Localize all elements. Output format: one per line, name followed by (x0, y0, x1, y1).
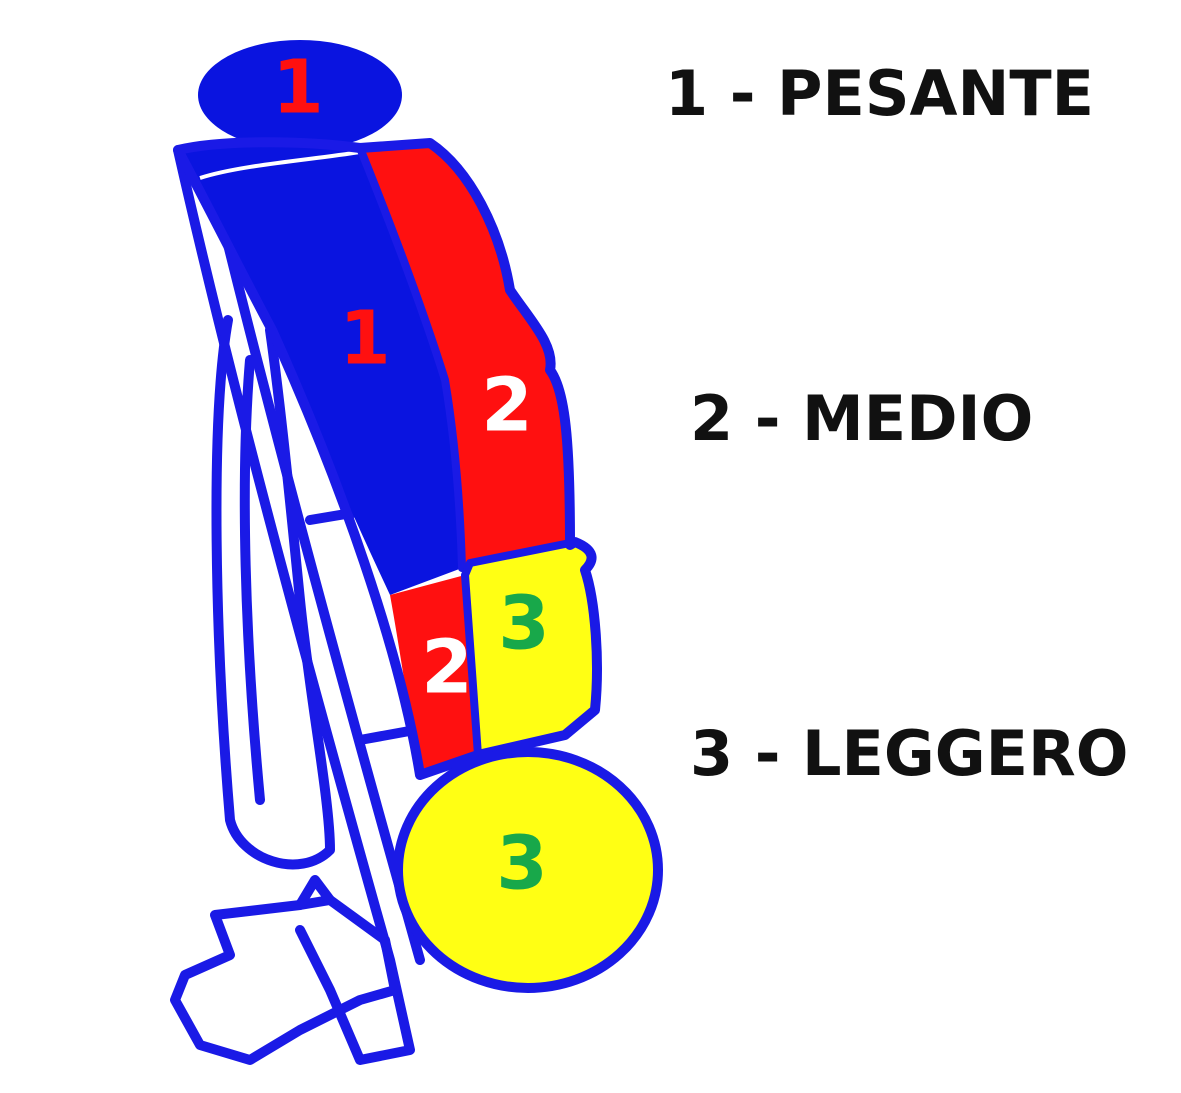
legend-medium: 2 - MEDIO (690, 382, 1033, 455)
strap-inner (239, 355, 265, 805)
legend: 1 - PESANTE 2 - MEDIO 3 - LEGGERO (665, 57, 1128, 790)
zone-label-back-heavy: 1 (339, 296, 391, 382)
frame-cross-2 (355, 725, 420, 745)
bag-body-outline (173, 137, 602, 780)
zone-label-bottom-bag: 3 (496, 821, 548, 907)
top-bag-heavy (198, 40, 402, 150)
legend-heavy: 1 - PESANTE (665, 57, 1094, 130)
zone-label-mid-medium: 2 (481, 363, 533, 449)
zone-label-low-medium: 2 (421, 625, 473, 711)
zone-label-low-light: 3 (498, 581, 550, 667)
back-zone-divider (199, 150, 361, 180)
hip-belt-buckle (295, 875, 335, 910)
shoulder-strap (211, 315, 335, 870)
back-zone-heavy (178, 142, 462, 595)
bottom-bag-light (393, 747, 663, 993)
legend-light: 3 - LEGGERO (690, 717, 1128, 790)
zone-label-top-bag: 1 (272, 45, 324, 131)
hip-belt (170, 895, 400, 1065)
